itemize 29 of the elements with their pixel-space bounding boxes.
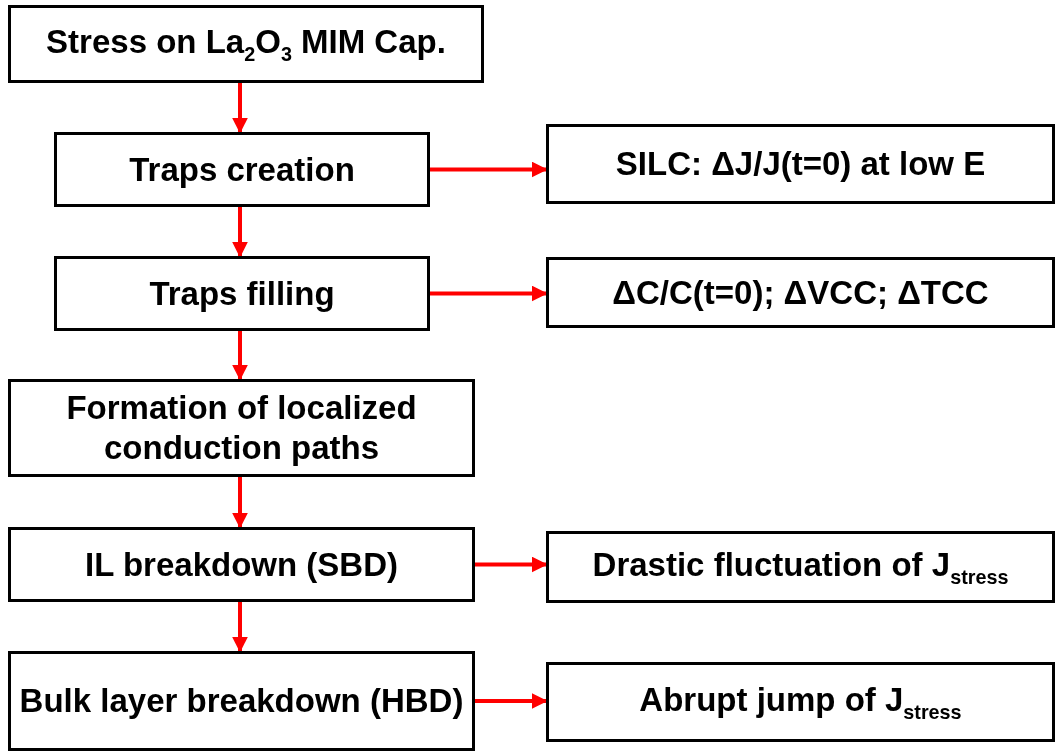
process-box — [8, 5, 484, 83]
arrow — [232, 477, 248, 529]
arrow — [232, 207, 248, 258]
box-label: Formation of localized conduction paths — [65, 388, 418, 468]
process-box — [8, 651, 475, 751]
box-label: Bulk layer breakdown (HBD) — [19, 681, 464, 721]
arrow — [475, 693, 548, 709]
arrow — [430, 161, 548, 178]
box-label: ΔC/C(t=0); ΔVCC; ΔTCC — [612, 272, 989, 313]
arrow — [232, 602, 248, 653]
arrow — [232, 83, 248, 134]
box-label: Traps creation — [129, 149, 355, 190]
box-label: IL breakdown (SBD) — [85, 544, 398, 585]
process-box — [546, 662, 1055, 742]
box-label: Traps filling — [149, 273, 335, 314]
process-box — [546, 124, 1055, 204]
process-box — [8, 527, 475, 602]
process-box — [54, 132, 430, 207]
process-box — [546, 257, 1055, 328]
arrow — [475, 556, 548, 573]
box-label: SILC: ΔJ/J(t=0) at low E — [615, 144, 986, 184]
process-box — [54, 256, 430, 331]
process-box — [8, 379, 475, 477]
arrow — [430, 285, 548, 302]
arrow — [232, 331, 248, 381]
box-label: Abrupt jump of J$_{stress}$ — [639, 679, 962, 725]
process-box — [546, 531, 1055, 603]
box-label: Drastic fluctuation of J$_{stress}$ — [592, 544, 1009, 590]
box-label: Stress on La$_{2}$O$_{3}$ MIM Cap. — [46, 21, 446, 67]
